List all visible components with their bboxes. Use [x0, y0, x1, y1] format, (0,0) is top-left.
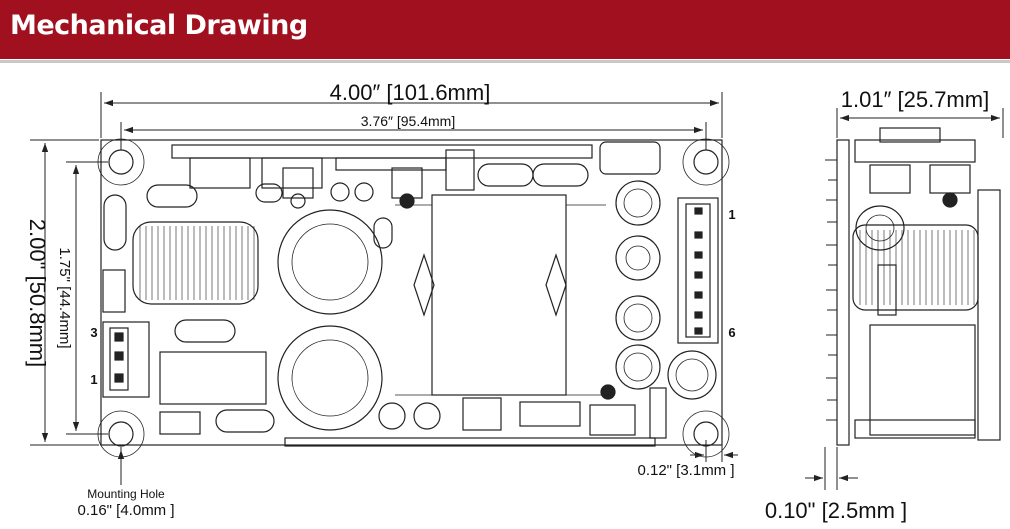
- bulk-capacitor: [277, 325, 383, 431]
- component-block: [445, 149, 475, 191]
- label-height: 1.01″ [25.7mm]: [841, 87, 989, 112]
- top-edge-strip: [171, 144, 593, 159]
- diode: [373, 217, 393, 249]
- pin-label-left-top: 3: [90, 325, 97, 340]
- top-view-dimensions: [30, 92, 738, 485]
- pin-label-right-top: 1: [728, 207, 735, 222]
- pin-label-right-bottom: 6: [728, 325, 735, 340]
- label-mounting-hole: Mounting Hole: [87, 487, 165, 501]
- connector-left: [102, 321, 150, 398]
- transistor: [282, 167, 314, 199]
- pcb-outline: [100, 139, 723, 446]
- pin: [114, 332, 124, 342]
- label-mounting-hole-size: 0.16" [4.0mm ]: [77, 502, 174, 519]
- connector-right: [677, 197, 719, 344]
- transformer-core: [545, 253, 567, 317]
- fuse: [599, 141, 661, 175]
- side-capacitor: [855, 205, 905, 251]
- component-block: [261, 157, 323, 189]
- component-block: [102, 269, 126, 313]
- label-overall-length: 4.00″ [101.6mm]: [330, 80, 491, 105]
- side-component-tall: [977, 189, 1001, 441]
- component-round: [354, 182, 374, 202]
- pcb-edge: [836, 139, 850, 446]
- component-block: [649, 387, 667, 439]
- screw: [399, 193, 415, 209]
- ic-chip: [462, 397, 502, 431]
- pin: [114, 351, 124, 361]
- side-component: [854, 419, 976, 439]
- label-overall-width: 2.00" [50.8mm]: [25, 219, 50, 367]
- side-transistor: [869, 164, 911, 194]
- capacitor-small: [215, 409, 275, 433]
- transformer: [431, 194, 567, 396]
- section-title: Mechanical Drawing: [10, 10, 308, 41]
- component-round: [330, 182, 350, 202]
- side-transformer: [869, 324, 976, 436]
- output-capacitor: [615, 295, 661, 341]
- capacitor-small: [146, 184, 198, 208]
- pin: [114, 373, 124, 383]
- inductor-winding: [139, 226, 255, 300]
- screw: [290, 193, 306, 209]
- component-block: [519, 401, 581, 427]
- component-block: [159, 411, 201, 435]
- side-view-dimensions: [805, 108, 1004, 490]
- capacitor-radial: [413, 402, 441, 430]
- section-header: Mechanical Drawing: [0, 0, 1010, 59]
- component-block: [189, 157, 251, 189]
- output-capacitor: [667, 350, 717, 400]
- connector-left-housing: [109, 327, 129, 391]
- side-transistor: [929, 164, 971, 194]
- output-capacitor: [615, 180, 661, 226]
- output-capacitor: [615, 235, 661, 281]
- bottom-edge-strip: [284, 437, 656, 447]
- connector-right-pins: [694, 207, 703, 335]
- capacitor-small: [532, 163, 589, 187]
- diode: [255, 183, 283, 203]
- capacitor-small: [174, 319, 236, 343]
- toroid-inductor: [132, 221, 259, 305]
- transformer-core: [413, 253, 435, 317]
- capacitor-small: [103, 194, 127, 251]
- top-view: [97, 138, 730, 458]
- heatsink-clip: [589, 404, 636, 436]
- label-hole-spacing-length: 3.76″ [95.4mm]: [361, 113, 455, 129]
- label-hole-offset: 0.12" [3.1mm ]: [637, 462, 734, 479]
- label-board-thickness: 0.10" [2.5mm ]: [765, 498, 907, 523]
- side-view: [825, 127, 1001, 446]
- side-component: [877, 264, 897, 316]
- relay: [159, 351, 267, 405]
- label-hole-spacing-width: 1.75" [44.4mm]: [56, 247, 73, 348]
- output-capacitor: [615, 344, 661, 390]
- connector-right-housing: [685, 203, 711, 338]
- bulk-capacitor: [277, 209, 383, 315]
- header-divider: [0, 60, 1010, 63]
- component-block: [335, 157, 447, 171]
- pin-label-left-bottom: 1: [90, 372, 97, 387]
- capacitor-radial: [378, 402, 406, 430]
- capacitor-small: [477, 163, 534, 187]
- solder-pins: [825, 159, 837, 421]
- screw: [600, 384, 616, 400]
- side-component: [854, 139, 976, 163]
- side-component: [879, 127, 941, 143]
